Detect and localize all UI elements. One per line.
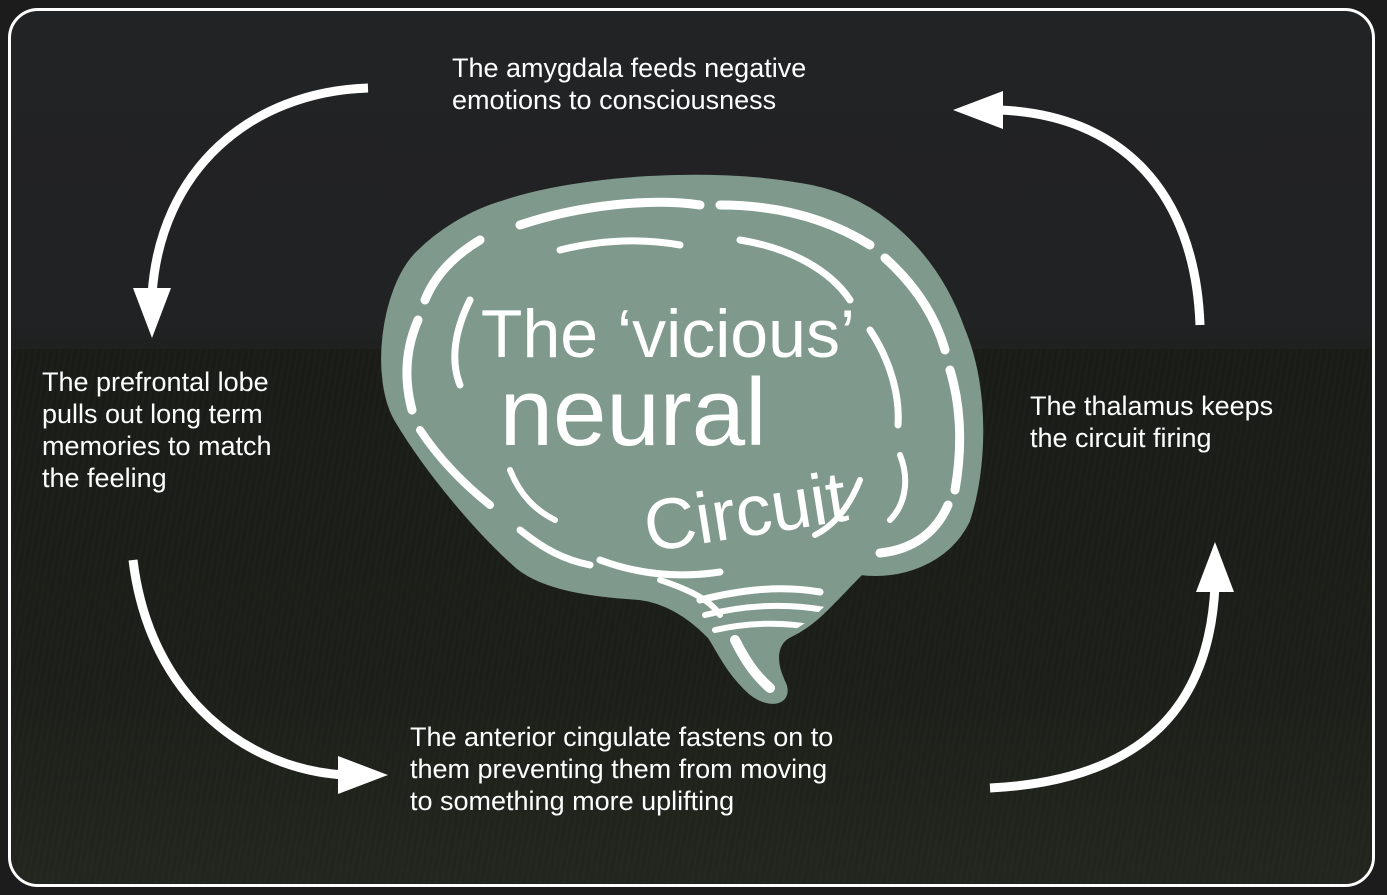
arrow-thalamus-to-amygdala bbox=[1000, 110, 1200, 325]
step-amygdala: The amygdala feeds negative emotions to … bbox=[452, 52, 922, 116]
arrowhead-right-bottom bbox=[338, 756, 388, 794]
step-prefrontal-lobe: The prefrontal lobe pulls out long term … bbox=[42, 366, 342, 494]
arrowhead-left-top bbox=[953, 91, 1003, 129]
arrowhead-up-right bbox=[1196, 542, 1234, 592]
step-thalamus: The thalamus keeps the circuit firing bbox=[1030, 390, 1350, 454]
title-line-2: neural bbox=[500, 359, 767, 466]
arrow-amygdala-to-prefrontal bbox=[152, 88, 368, 295]
arrowhead-down-left bbox=[133, 288, 171, 338]
brain-graphic: The ‘vicious’ neural Circuit bbox=[386, 180, 978, 699]
arrow-cingulate-to-thalamus bbox=[990, 585, 1215, 788]
arrow-prefrontal-to-cingulate bbox=[133, 560, 345, 775]
step-anterior-cingulate: The anterior cingulate fastens on to the… bbox=[410, 721, 950, 817]
